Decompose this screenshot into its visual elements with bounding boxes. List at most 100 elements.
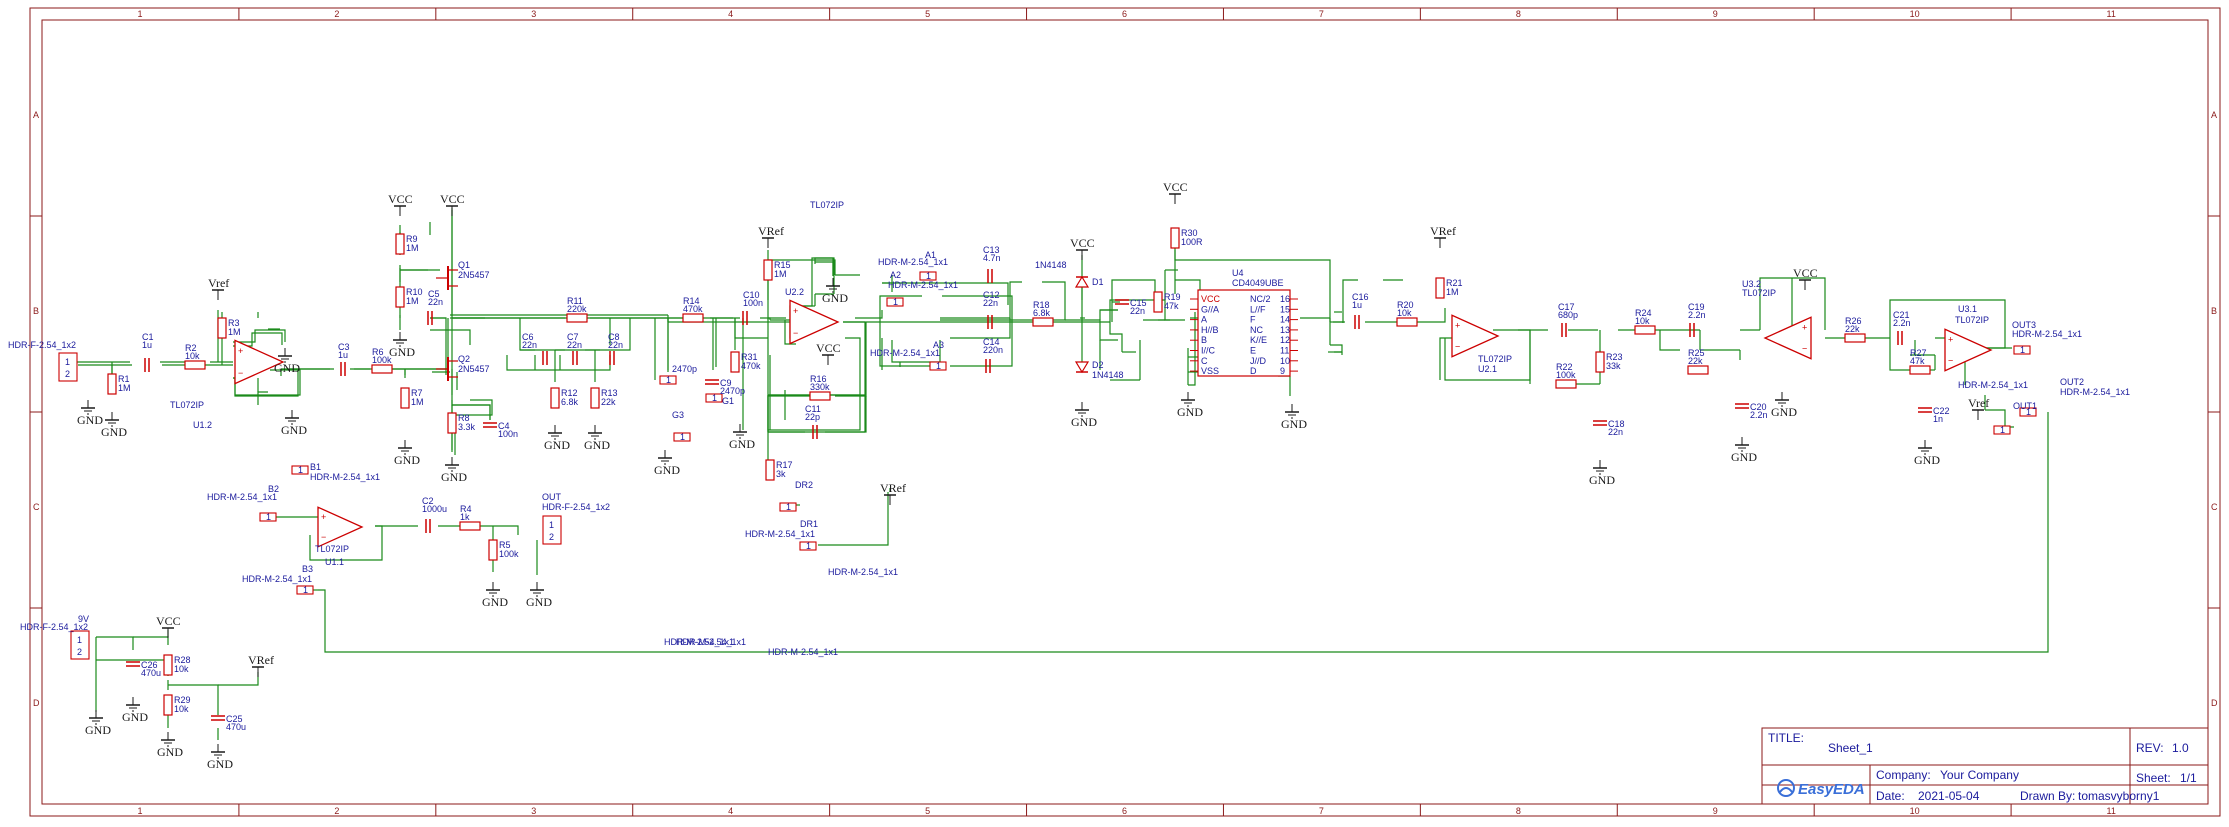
gnd-label: GND — [207, 757, 233, 771]
capacitor-c6-value: 22n — [522, 340, 537, 350]
capacitor-c19-value: 2.2n — [1688, 310, 1706, 320]
rev-value: 1.0 — [2172, 741, 2189, 755]
outer-frame — [29, 7, 2221, 817]
row-label-left: A — [33, 110, 39, 120]
capacitor-c19-ref: C19 — [1688, 302, 1705, 312]
resistor-r9-ref: R9 — [406, 234, 418, 244]
row-label-right: D — [2211, 698, 2218, 708]
capacitor-c4-ref: C4 — [498, 421, 510, 431]
u31-part: TL072IP — [1955, 315, 1989, 325]
col-label-bottom: 1 — [137, 806, 142, 816]
resistor-r24-ref: R24 — [1635, 308, 1652, 318]
capacitor-c22-value: 1n — [1933, 414, 1943, 424]
gnd-label: GND — [101, 425, 127, 439]
c9-part: 2470p — [672, 364, 697, 374]
g3-ref: G3 — [672, 410, 684, 420]
out-connector — [542, 515, 562, 545]
header-out1-pin: 1 — [2000, 425, 2005, 435]
vref-label: Vref — [208, 276, 229, 290]
opamp-u2-2 — [789, 299, 840, 345]
a2-part: HDR-M-2.54_1x1 — [888, 280, 958, 290]
q2-part: 2N5457 — [458, 364, 490, 374]
col-label-top: 8 — [1516, 9, 1521, 19]
u4-pin-left: H//B — [1201, 325, 1219, 335]
resistor-r5-ref: R5 — [499, 540, 511, 550]
sheet-label: Sheet: — [2136, 771, 2171, 785]
diode-d2 — [1074, 361, 1090, 374]
ic-u4 — [1197, 289, 1291, 377]
col-label-bottom: 9 — [1713, 806, 1718, 816]
gnd-label: GND — [482, 595, 508, 609]
capacitor-c15-ref: C15 — [1130, 298, 1147, 308]
resistor-r4 — [459, 521, 481, 531]
resistor-r13-value: 22k — [601, 397, 616, 407]
resistor-r18-ref: R18 — [1033, 300, 1050, 310]
header-dr1 — [799, 541, 817, 551]
a1-part: HDR-M-2.54_1x1 — [878, 257, 948, 267]
u12-part: TL072IP — [170, 400, 204, 410]
u4-ref: U4 — [1232, 268, 1244, 278]
header-g3-cap-pin: 1 — [666, 375, 671, 385]
rev-label: REV: — [2136, 741, 2164, 755]
resistor-r3-ref: R3 — [228, 318, 240, 328]
row-label-right: C — [2211, 502, 2218, 512]
q2-ref: Q2 — [458, 354, 470, 364]
vref-label: VRef — [758, 224, 784, 238]
resistor-r26-value: 22k — [1845, 324, 1860, 334]
resistor-r12-value: 6.8k — [561, 397, 579, 407]
dr1-ref: DR1 — [800, 519, 818, 529]
vcc-label: VCC — [1793, 266, 1818, 280]
capacitor-c26-ref: C26 — [141, 660, 158, 670]
resistor-r29-value: 10k — [174, 704, 189, 714]
b2-ref: B2 — [268, 484, 279, 494]
sheet-value: 1/1 — [2180, 771, 2197, 785]
gnd-label: GND — [274, 361, 300, 375]
dr2-part: HDR-M-2.54_1x1 — [828, 567, 898, 577]
gnd-label: GND — [654, 463, 680, 477]
resistor-r12-ref: R12 — [561, 388, 578, 398]
gnd-label: GND — [526, 595, 552, 609]
resistor-r20-ref: R20 — [1397, 300, 1414, 310]
col-label-top: 7 — [1319, 9, 1324, 19]
resistor-r28-value: 10k — [174, 664, 189, 674]
capacitor-c6-ref: C6 — [522, 332, 534, 342]
resistor-r12 — [550, 387, 560, 409]
resistor-r1-value: 1M — [118, 383, 131, 393]
u12-ref: U1.2 — [193, 420, 212, 430]
u4-pin-number: 11 — [1280, 346, 1289, 356]
opamp-u3-1-pin-plus: + — [1948, 335, 1953, 345]
gnd-label: GND — [157, 745, 183, 759]
resistor-r11-ref: R11 — [567, 296, 583, 306]
title-value: Sheet_1 — [1828, 741, 1873, 755]
vcc-label: VCC — [1070, 236, 1095, 250]
header-a2-pin: 1 — [893, 297, 898, 307]
resistor-r4-value: 1k — [460, 512, 470, 522]
resistor-r22-value: 100k — [1556, 370, 1576, 380]
resistor-r10-ref: R10 — [406, 287, 423, 297]
col-label-bottom: 4 — [728, 806, 733, 816]
header-a1-pin: 1 — [926, 271, 931, 281]
a1-ref: A1 — [925, 250, 936, 260]
capacitor-c3-value: 1u — [338, 350, 348, 360]
col-label-bottom: 11 — [2107, 806, 2116, 816]
u22-ref: U2.2 — [785, 287, 804, 297]
resistor-r7-value: 1M — [411, 397, 424, 407]
capacitor-c16-ref: C16 — [1352, 292, 1369, 302]
date-value: 2021-05-04 — [1918, 789, 1980, 803]
resistor-r11 — [566, 313, 588, 323]
resistor-r27-ref: R27 — [1910, 348, 1927, 358]
u4-pin-left: VSS — [1201, 366, 1219, 376]
col-label-top: 11 — [2107, 9, 2116, 19]
header-out3-pin: 1 — [2020, 345, 2025, 355]
opamp-u1-2-pin-plus: + — [238, 346, 243, 356]
resistor-r16-value: 330k — [810, 382, 830, 392]
resistor-r27 — [1909, 365, 1931, 375]
resistor-r21-value: 1M — [1446, 287, 1459, 297]
gnd-label: GND — [1731, 450, 1757, 464]
vcc-label: VCC — [388, 192, 413, 206]
resistor-r30 — [1170, 227, 1180, 249]
u4-pin-number: 12 — [1280, 335, 1290, 345]
u4-pin-left: VCC — [1201, 294, 1221, 304]
col-label-top: 2 — [334, 9, 339, 19]
g1-ref: G1 — [722, 396, 734, 406]
